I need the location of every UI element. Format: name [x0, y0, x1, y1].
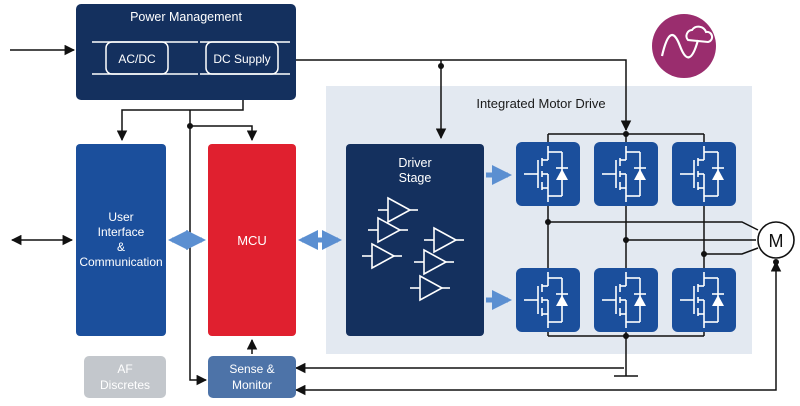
mcu-label: MCU [237, 233, 267, 248]
af-discretes-block: AF Discretes [84, 356, 166, 398]
mcu-block: MCU [208, 144, 296, 336]
motor-symbol: M [757, 221, 795, 259]
mosfet-icon [671, 141, 737, 207]
cloud-wave-logo-icon [652, 14, 716, 78]
user-interface-block: User Interface & Communication [76, 144, 166, 336]
motor-label: M [769, 231, 784, 251]
mosfet-icon [671, 267, 737, 333]
mosfet-icon [593, 141, 659, 207]
svg-text:Communication: Communication [79, 255, 162, 269]
acdc-label: AC/DC [118, 52, 156, 66]
power-management-block: Power Management AC/DC DC Supply [76, 4, 296, 100]
bus-arrows [168, 165, 512, 310]
sense-monitor-block: Sense & Monitor [208, 356, 296, 398]
junction-dots [187, 63, 779, 339]
mosfet-icon [593, 267, 659, 333]
driver-stage-block: Driver Stage [346, 144, 484, 336]
svg-text:Stage: Stage [399, 171, 432, 185]
svg-text:User: User [108, 210, 133, 224]
integrated-motor-drive-title: Integrated Motor Drive [476, 96, 605, 111]
svg-text:Monitor: Monitor [232, 378, 272, 392]
svg-text:Interface: Interface [98, 225, 145, 239]
svg-text:Sense &: Sense & [229, 362, 274, 376]
svg-text:Driver: Driver [398, 156, 431, 170]
svg-text:&: & [117, 240, 125, 254]
mosfet-icon [515, 141, 581, 207]
mosfet-icon [515, 267, 581, 333]
power-management-title: Power Management [130, 10, 242, 24]
svg-text:AF: AF [117, 362, 132, 376]
svg-text:Discretes: Discretes [100, 378, 150, 392]
dc-supply-label: DC Supply [213, 52, 270, 66]
